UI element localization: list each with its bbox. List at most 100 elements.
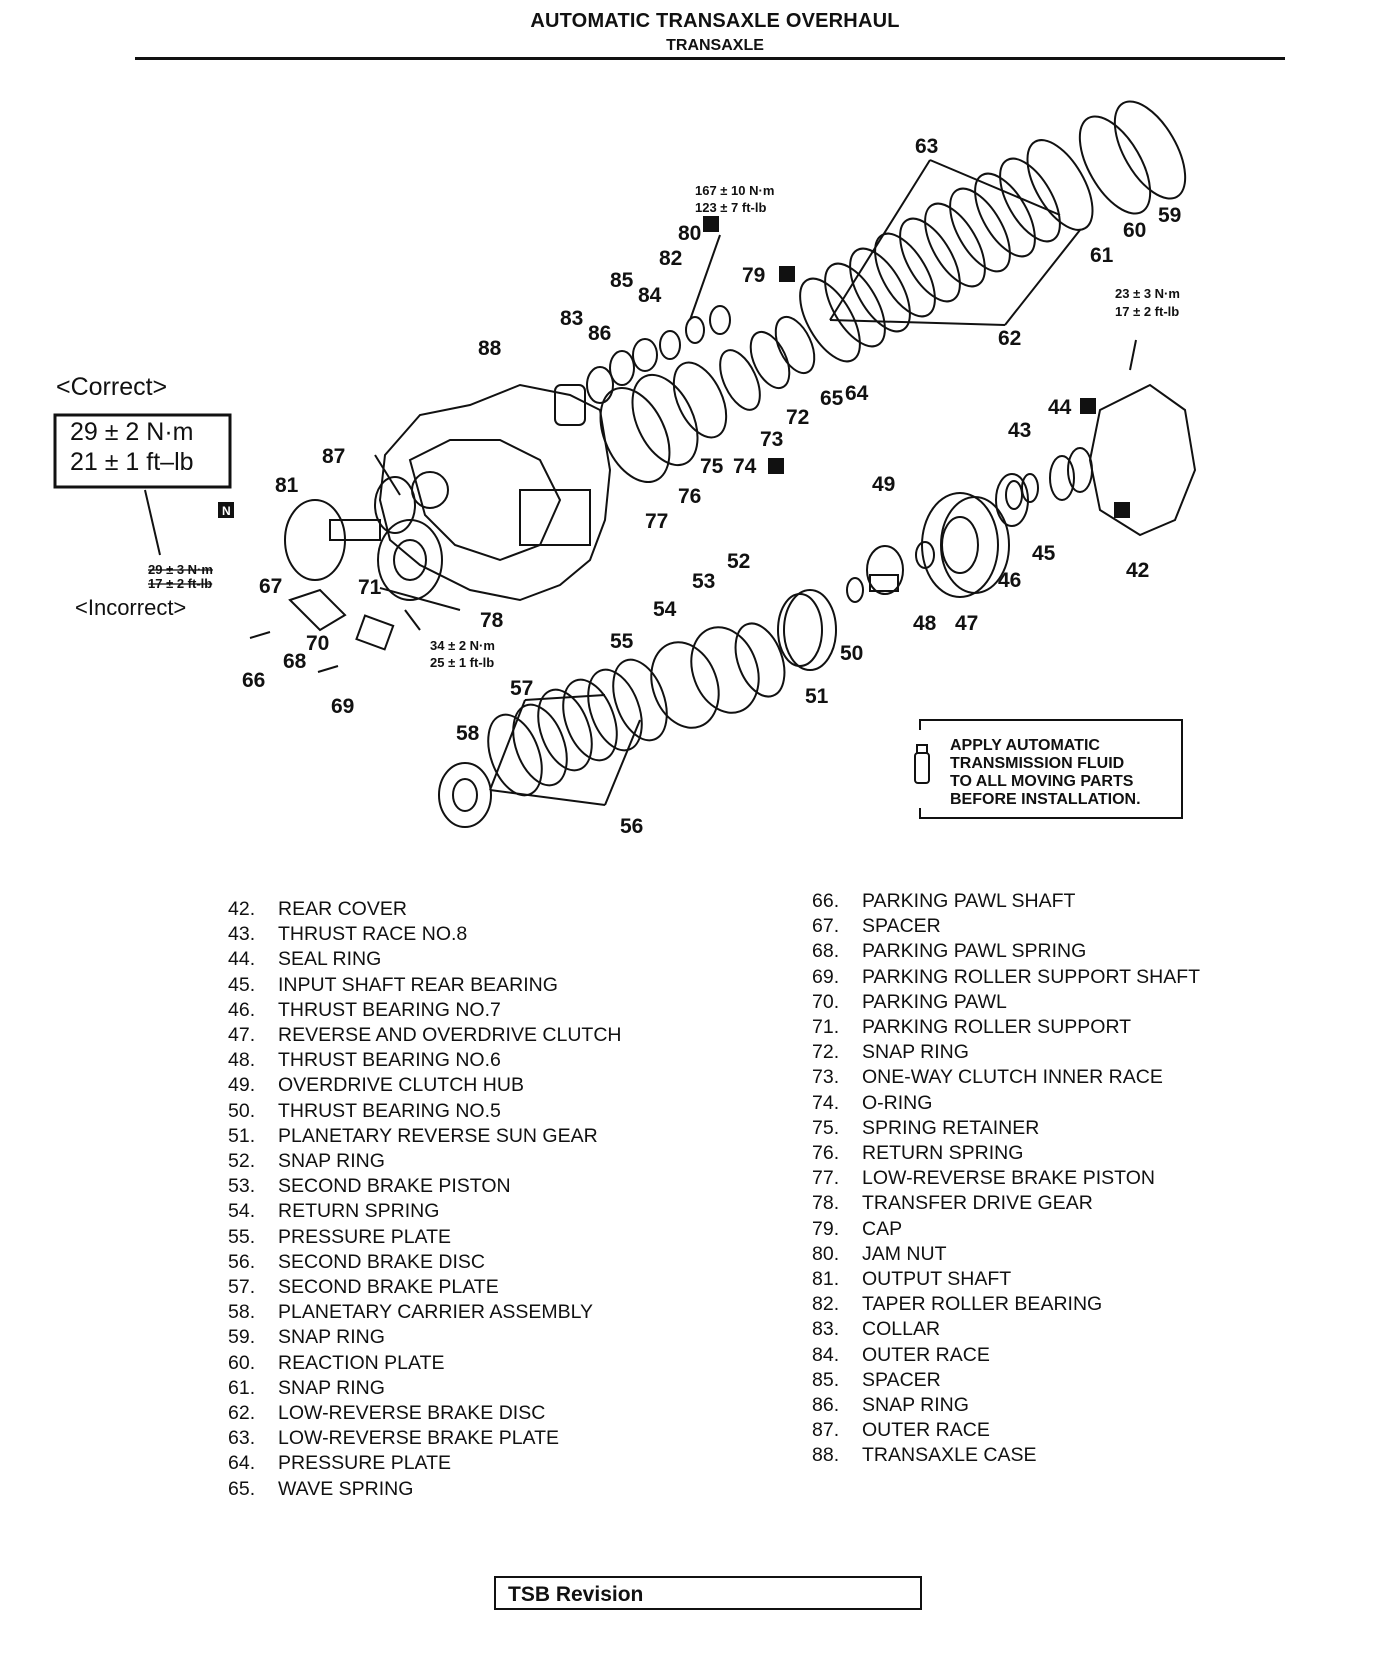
part-name: COLLAR [862,1318,941,1341]
parts-list-item: 79.CAP [812,1217,1200,1242]
parts-list-item: 70. PARKING PAWL [812,990,1200,1015]
fluid-note-line-3: TO ALL MOVING PARTS [950,773,1134,790]
part-number: 67. [812,915,840,938]
callout-72: 72 [786,406,809,429]
callout-62: 62 [998,327,1021,350]
part-name: JAM NUT [862,1242,947,1265]
parts-list-item: 69.PARKING ROLLER SUPPORT SHAFT [812,965,1200,990]
part-number: 73. [812,1066,840,1089]
callout-45: 45 [1032,542,1056,565]
part-name: OUTER RACE [862,1419,990,1442]
part-name: REAR COVER [278,898,407,920]
part-number: 86. [812,1394,840,1417]
correct-label: <Correct> [56,373,167,401]
reverse-overdrive-clutch [921,492,999,598]
callout-79: 79 [742,264,765,287]
callout-59: 59 [1158,204,1181,227]
part-name: SEAL RING [278,948,382,971]
parts-list-item: 65.WAVE SPRING [228,1477,622,1502]
callout-74: 74 [733,455,757,478]
part-name: PARKING ROLLER SUPPORT [862,1016,1132,1039]
parts-list-item: 50.THRUST BEARING NO.5 [228,1099,622,1124]
part-number: 57. [228,1276,256,1299]
parts-list-item: 45.INPUT SHAFT REAR BEARING [228,973,622,998]
callout-57: 57 [510,677,533,700]
parts-list-item: 85.SPACER [812,1368,1200,1393]
part-name: REACTION PLATE [278,1351,445,1374]
part-number: 77. [812,1167,840,1190]
callout-51: 51 [805,685,829,708]
callout-43: 43 [1008,419,1031,442]
callout-73: 73 [760,428,783,451]
part-number: 62. [228,1402,256,1425]
part-number: 50. [228,1099,256,1122]
parts-list-item: 64.PRESSURE PLATE [228,1451,622,1476]
parts-list-item: 67.SPACER [812,914,1200,939]
parts-list-item: 43.THRUST RACE NO.8 [228,922,622,947]
part-number: 46. [228,998,256,1021]
parts-list-item: 52.SNAP RING [228,1149,622,1174]
part-number: 43. [228,923,256,946]
parts-list-item: 47.REVERSE AND OVERDRIVE CLUTCH [228,1023,622,1048]
callout-44: 44 [1048,396,1072,419]
parts-list-item: 84.OUTER RACE [812,1343,1200,1368]
parts-list-item: 83.COLLAR [812,1317,1200,1342]
part-name: SPRING RETAINER [862,1116,1040,1139]
callout-75: 75 [700,455,724,478]
rear-cover [1088,383,1197,537]
tsb-revision-box: TSB Revision [494,1576,922,1610]
callout-53: 53 [692,570,715,593]
part-number: 70. [812,990,840,1013]
parts-list-item: 46. THRUST BEARING NO.7 [228,998,622,1023]
part-name: PLANETARY REVERSE SUN GEAR [278,1124,598,1147]
callout-83: 83 [560,307,583,330]
part-name: THRUST BEARING NO.7 [278,998,501,1021]
part-name: SPACER [862,1368,941,1391]
part-number: 59. [228,1326,256,1349]
part-number: 75. [812,1116,840,1139]
callout-47: 47 [955,612,978,635]
part-number: 54. [228,1200,256,1223]
part-name: OUTPUT SHAFT [862,1268,1012,1291]
parts-list-item: 68. PARKING PAWL SPRING [812,939,1200,964]
part-name: LOW-REVERSE BRAKE PISTON [862,1167,1155,1190]
part-name: INPUT SHAFT REAR BEARING [278,973,558,996]
parts-list-item: 75. SPRING RETAINER [812,1116,1200,1141]
callout-58: 58 [456,722,480,745]
part-number: 63. [228,1427,256,1450]
parts-list-item: 73.ONE-WAY CLUTCH INNER RACE [812,1065,1200,1090]
part-name: PARKING PAWL [862,990,1007,1013]
part-number: 87. [812,1419,840,1442]
parts-list-item: 88.TRANSAXLE CASE [812,1443,1200,1468]
part-name: O-RING [862,1091,933,1114]
part-number: 42. [228,898,256,920]
part-number: 68. [812,940,840,963]
part-name: THRUST BEARING NO.6 [278,1049,501,1072]
parts-list-item: 76.RETURN SPRING [812,1141,1200,1166]
part-number: 65. [228,1477,256,1500]
parts-list-item: 74.O-RING [812,1091,1200,1116]
header-rule [135,57,1285,60]
part-number: 69. [812,965,840,988]
parts-list-item: 58.PLANETARY CARRIER ASSEMBLY [228,1300,622,1325]
incorrect-torque-ftlb: 17 ± 2 ft-lb [148,576,212,591]
part-number: 55. [228,1225,256,1248]
part-name: PARKING PAWL SPRING [862,940,1087,963]
torque-71-ftlb: 25 ± 1 ft-lb [430,655,494,670]
callout-60: 60 [1123,219,1146,242]
parts-list-item: 59.SNAP RING [228,1325,622,1350]
callout-85: 85 [610,269,634,292]
part-number: 82. [812,1293,840,1316]
parts-list-item: 66.PARKING PAWL SHAFT [812,889,1200,914]
parts-list-item: 57.SECOND BRAKE PLATE [228,1275,622,1300]
callout-55: 55 [610,630,634,653]
part-number: 53. [228,1175,256,1198]
parts-list-item: 62.LOW-REVERSE BRAKE DISC [228,1401,622,1426]
parts-list-item: 86.SNAP RING [812,1393,1200,1418]
callout-61: 61 [1090,244,1114,267]
part-number: 78. [812,1192,840,1215]
part-name: SECOND BRAKE PISTON [278,1175,511,1198]
parts-list-item: 71.PARKING ROLLER SUPPORT [812,1015,1200,1040]
parts-list-item: 56.SECOND BRAKE DISC [228,1250,622,1275]
part-number: 80. [812,1242,840,1265]
